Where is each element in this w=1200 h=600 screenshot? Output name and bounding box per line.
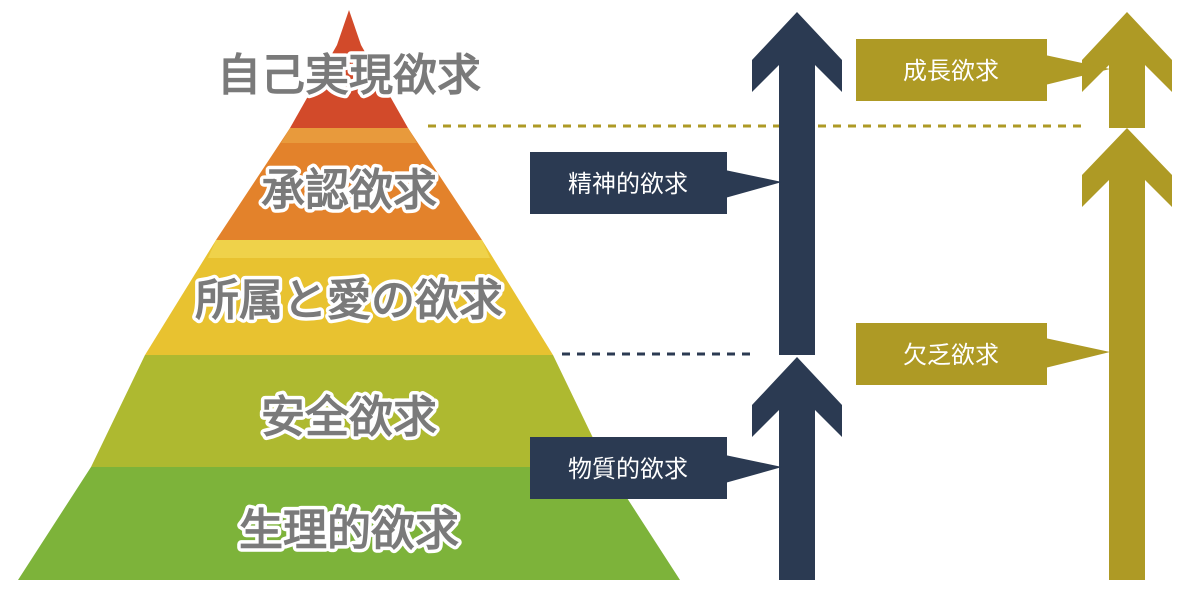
callout-spiritual-label: 精神的欲求	[568, 170, 688, 198]
pyramid-band-safety	[91, 355, 607, 467]
pyramid-band-esteem	[216, 128, 482, 240]
pyramid-band-esteem-light	[281, 128, 417, 143]
pyramid-band-physiological	[18, 467, 680, 580]
callout-deficiency-pointer	[1045, 338, 1110, 368]
callout-spiritual: 精神的欲求	[530, 152, 782, 214]
deficiency-arrow	[1082, 128, 1172, 580]
level-label-esteem: 承認欲求	[261, 165, 437, 216]
olive-arrows	[1082, 12, 1172, 580]
callout-growth-pointer	[1045, 55, 1110, 85]
level-label-safety: 安全欲求	[261, 392, 437, 443]
callout-deficiency-label: 欠乏欲求	[903, 341, 999, 369]
callout-material-label: 物質的欲求	[568, 455, 688, 483]
callout-spiritual-pointer	[725, 170, 782, 198]
pyramid-band-belonging	[145, 240, 553, 355]
spiritual-arrow	[752, 12, 842, 355]
callout-growth-label: 成長欲求	[903, 57, 999, 85]
level-label-self-actualization: 自己実現欲求	[217, 50, 481, 101]
callout-material-pointer	[725, 455, 782, 483]
callout-growth: 成長欲求	[856, 39, 1110, 101]
callout-deficiency: 欠乏欲求	[856, 323, 1110, 385]
pyramid-band-belonging-light	[208, 240, 490, 258]
pyramid	[18, 10, 680, 580]
navy-arrows	[752, 12, 842, 580]
callout-material: 物質的欲求	[530, 437, 782, 499]
callout-material-box	[530, 437, 727, 499]
callout-deficiency-box	[856, 323, 1047, 385]
growth-arrow	[1082, 12, 1172, 128]
callout-growth-box	[856, 39, 1047, 101]
level-label-belonging: 所属と愛の欲求	[195, 275, 503, 326]
pyramid-band-self-actualization	[290, 45, 408, 128]
material-arrow	[752, 357, 842, 580]
callout-spiritual-box	[530, 152, 727, 214]
pyramid-tip	[337, 10, 361, 45]
level-label-physiological: 生理的欲求	[239, 505, 459, 556]
pyramid-labels: 自己実現欲求 承認欲求 所属と愛の欲求 安全欲求 生理的欲求	[192, 47, 507, 560]
